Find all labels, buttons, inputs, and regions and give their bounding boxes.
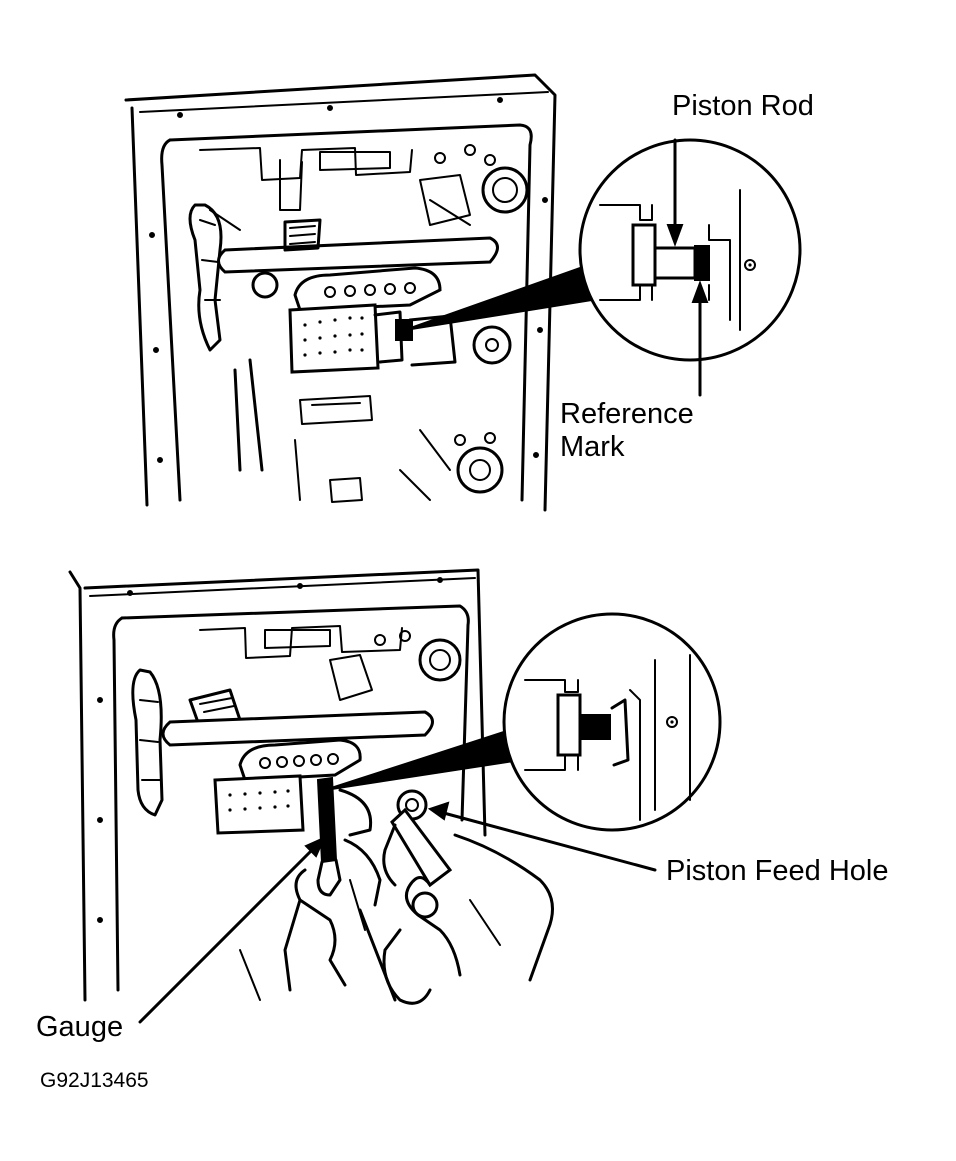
figure-code: G92J13465 [40,1069,149,1092]
piston-rod-label: Piston Rod [672,90,814,122]
piston-feed-hole-label: Piston Feed Hole [666,855,889,887]
reference-mark-label: Reference Mark [560,398,694,463]
gauge-label: Gauge [36,1011,124,1043]
top-detail-view [599,189,756,331]
bottom-detail-view [524,654,691,821]
bottom-valve-body-illustration [68,568,722,1024]
top-valve-body-illustration [124,73,802,512]
